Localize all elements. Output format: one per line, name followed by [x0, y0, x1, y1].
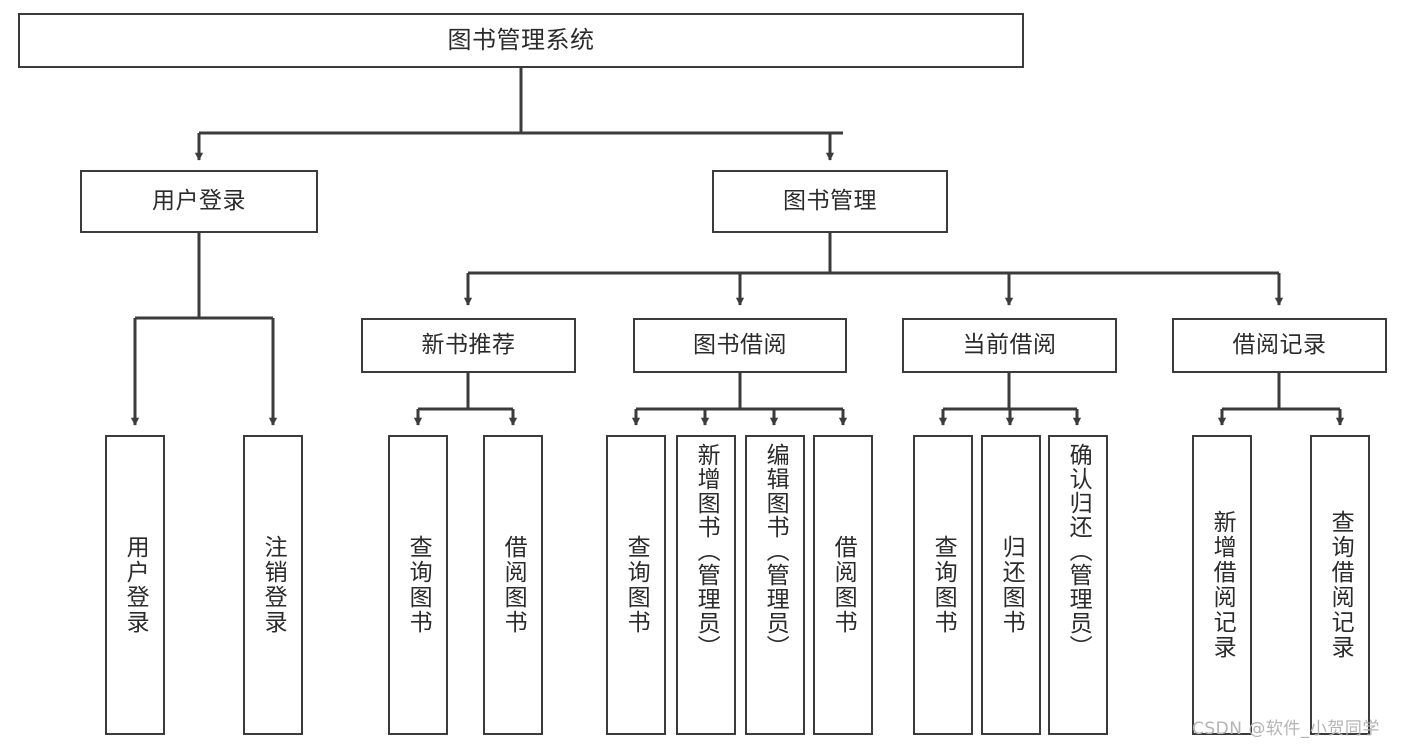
leaf-query-book-recommend[interactable]: 查询图书 — [388, 435, 448, 735]
node-borrow-record[interactable]: 借阅记录 — [1172, 318, 1387, 373]
leaf-confirm-return-admin[interactable]: 确认归还（管理员） — [1048, 435, 1108, 735]
node-label: 查询借阅记录 — [1327, 510, 1354, 660]
leaf-edit-book-admin[interactable]: 编辑图书（管理员） — [745, 435, 805, 735]
watermark-text: CSDN @软件_小贺同学 — [1192, 719, 1380, 739]
node-label: 新增图书（管理员） — [693, 443, 720, 659]
leaf-query-book-borrow[interactable]: 查询图书 — [606, 435, 666, 735]
node-label: 新书推荐 — [421, 331, 516, 358]
leaf-add-borrow-record[interactable]: 新增借阅记录 — [1192, 435, 1252, 735]
leaf-add-book-admin[interactable]: 新增图书（管理员） — [676, 435, 736, 735]
node-label: 查询图书 — [405, 535, 432, 635]
node-label: 图书管理 — [783, 187, 877, 214]
node-root-system[interactable]: 图书管理系统 — [18, 13, 1024, 68]
node-label: 查询图书 — [930, 535, 957, 635]
leaf-logout[interactable]: 注销登录 — [243, 435, 303, 735]
node-label: 确认归还（管理员） — [1065, 443, 1092, 659]
node-label: 借阅图书 — [830, 535, 857, 635]
leaf-borrow-book-recommend[interactable]: 借阅图书 — [483, 435, 543, 735]
node-new-book-recommend[interactable]: 新书推荐 — [361, 318, 576, 373]
leaf-query-book-current[interactable]: 查询图书 — [913, 435, 973, 735]
leaf-user-login[interactable]: 用户登录 — [105, 435, 165, 735]
node-label: 归还图书 — [998, 535, 1025, 635]
node-label: 新增借阅记录 — [1209, 510, 1236, 660]
node-user-login[interactable]: 用户登录 — [80, 170, 318, 233]
node-label: 图书借阅 — [693, 331, 787, 358]
node-label: 借阅图书 — [500, 535, 527, 635]
node-label: 编辑图书（管理员） — [762, 443, 789, 659]
node-current-borrow[interactable]: 当前借阅 — [902, 318, 1117, 373]
node-label: 借阅记录 — [1232, 331, 1327, 358]
node-label: 查询图书 — [623, 535, 650, 635]
node-label: 当前借阅 — [962, 331, 1057, 358]
leaf-query-borrow-record[interactable]: 查询借阅记录 — [1310, 435, 1370, 735]
node-label: 注销登录 — [260, 535, 287, 635]
node-label: 图书管理系统 — [447, 26, 595, 55]
node-label: 用户登录 — [122, 535, 149, 635]
node-label: 用户登录 — [152, 187, 246, 214]
leaf-return-book[interactable]: 归还图书 — [981, 435, 1041, 735]
leaf-borrow-book[interactable]: 借阅图书 — [813, 435, 873, 735]
node-book-borrow[interactable]: 图书借阅 — [633, 318, 847, 373]
node-book-management[interactable]: 图书管理 — [712, 170, 948, 233]
